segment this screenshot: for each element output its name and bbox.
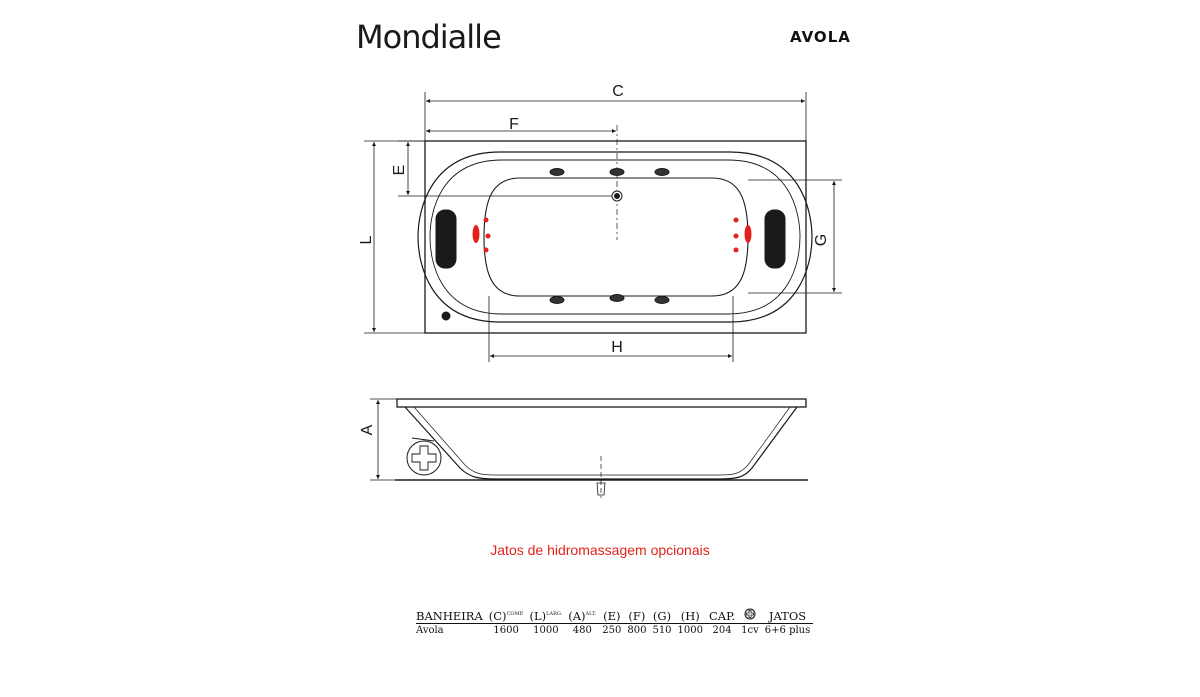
specs-cell: 6+6 plus [764,625,811,636]
table-row: Avola 1600 1000 480 250 800 510 1000 204 1cv 6+6 p… [416,624,813,636]
jet [609,168,625,176]
specs-cell: 800 [627,625,647,636]
specs-cell: 1000 [677,625,703,636]
jet [549,296,565,304]
specs-cell: 480 [572,625,592,636]
label-g: G [813,234,830,246]
specs-column-header: (C)COMP. [485,608,527,624]
motor-icon [406,437,442,476]
label-h: H [611,339,623,356]
tub-basin [483,177,749,297]
specs-cell: 1cv [741,625,759,636]
specs-column-header: (H) [674,608,706,624]
optional-jets-note: Jatos de hidromassagem opcionais [490,542,710,558]
specs-column-header [738,608,762,624]
specs-cell: Avola [416,625,444,636]
dimension-l [364,140,425,334]
tub-rim [417,151,813,323]
specs-column-header: (L)LARG. [526,608,566,624]
label-f: F [509,116,519,133]
label-e: E [391,165,408,176]
label-c: C [612,83,624,100]
side-view [370,398,808,498]
brand-name: Mondialle [356,18,502,56]
jet [654,296,670,304]
label-a: A [359,424,376,435]
tub-lip [396,398,807,408]
specs-column-header: JATOS [761,608,814,624]
headrest-left [435,209,457,269]
headrest-right [764,209,786,269]
jet [609,294,625,302]
specs-cell: 1600 [493,625,519,636]
jet [549,168,565,176]
dimension-c [424,92,807,141]
optional-jets [472,217,752,253]
specs-header-row: BANHEIRA(C)COMP.(L)LARG.(A)ALT.(E)(F)(G)… [416,608,814,624]
specs-column-header: (F) [624,608,650,624]
specs-cell: 510 [652,625,672,636]
model-title: AVOLA [790,28,851,46]
tub-outline [424,140,807,334]
jet [654,168,670,176]
specs-column-header: BANHEIRA [416,608,486,624]
specs-cell: 250 [602,625,622,636]
specs-cell: 1000 [533,625,559,636]
specs-table: BANHEIRA(C)COMP.(L)LARG.(A)ALT.(E)(F)(G)… [416,608,814,636]
tub-side-profile [404,406,798,480]
label-l: L [358,235,375,244]
top-view [417,125,813,334]
specs-cell: 204 [712,625,732,636]
dimension-h [488,296,734,362]
motor-icon [744,608,756,620]
specs-column-header: CAP. [706,608,739,624]
overflow-dot [441,311,451,321]
brand-logo: Mondialle [356,18,502,56]
specs-column-header: (E) [599,608,625,624]
specs-column-header: (A)ALT. [565,608,600,624]
dimension-g [748,179,842,294]
specs-column-header: (G) [649,608,675,624]
